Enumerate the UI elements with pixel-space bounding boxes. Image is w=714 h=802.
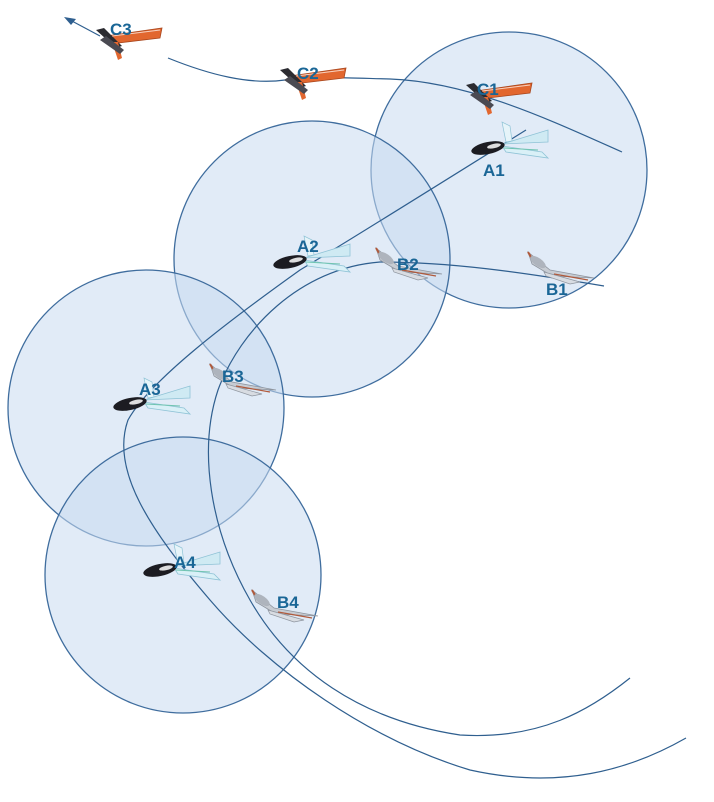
- label-a2: A2: [297, 237, 319, 256]
- label-b4: B4: [277, 593, 299, 612]
- label-a3: A3: [139, 380, 161, 399]
- trajectory-c-tail: [69, 19, 101, 37]
- label-a4: A4: [174, 553, 196, 572]
- label-c1: C1: [477, 80, 499, 99]
- label-c3: C3: [110, 20, 132, 39]
- trajectory-c: [167, 57, 623, 153]
- label-c2: C2: [297, 64, 319, 83]
- label-b1: B1: [546, 280, 568, 299]
- heading-arrow-icon: [64, 17, 76, 25]
- trajectory-b: [207, 261, 631, 737]
- label-a1: A1: [483, 161, 505, 180]
- label-b3: B3: [222, 367, 244, 386]
- label-b2: B2: [397, 255, 419, 274]
